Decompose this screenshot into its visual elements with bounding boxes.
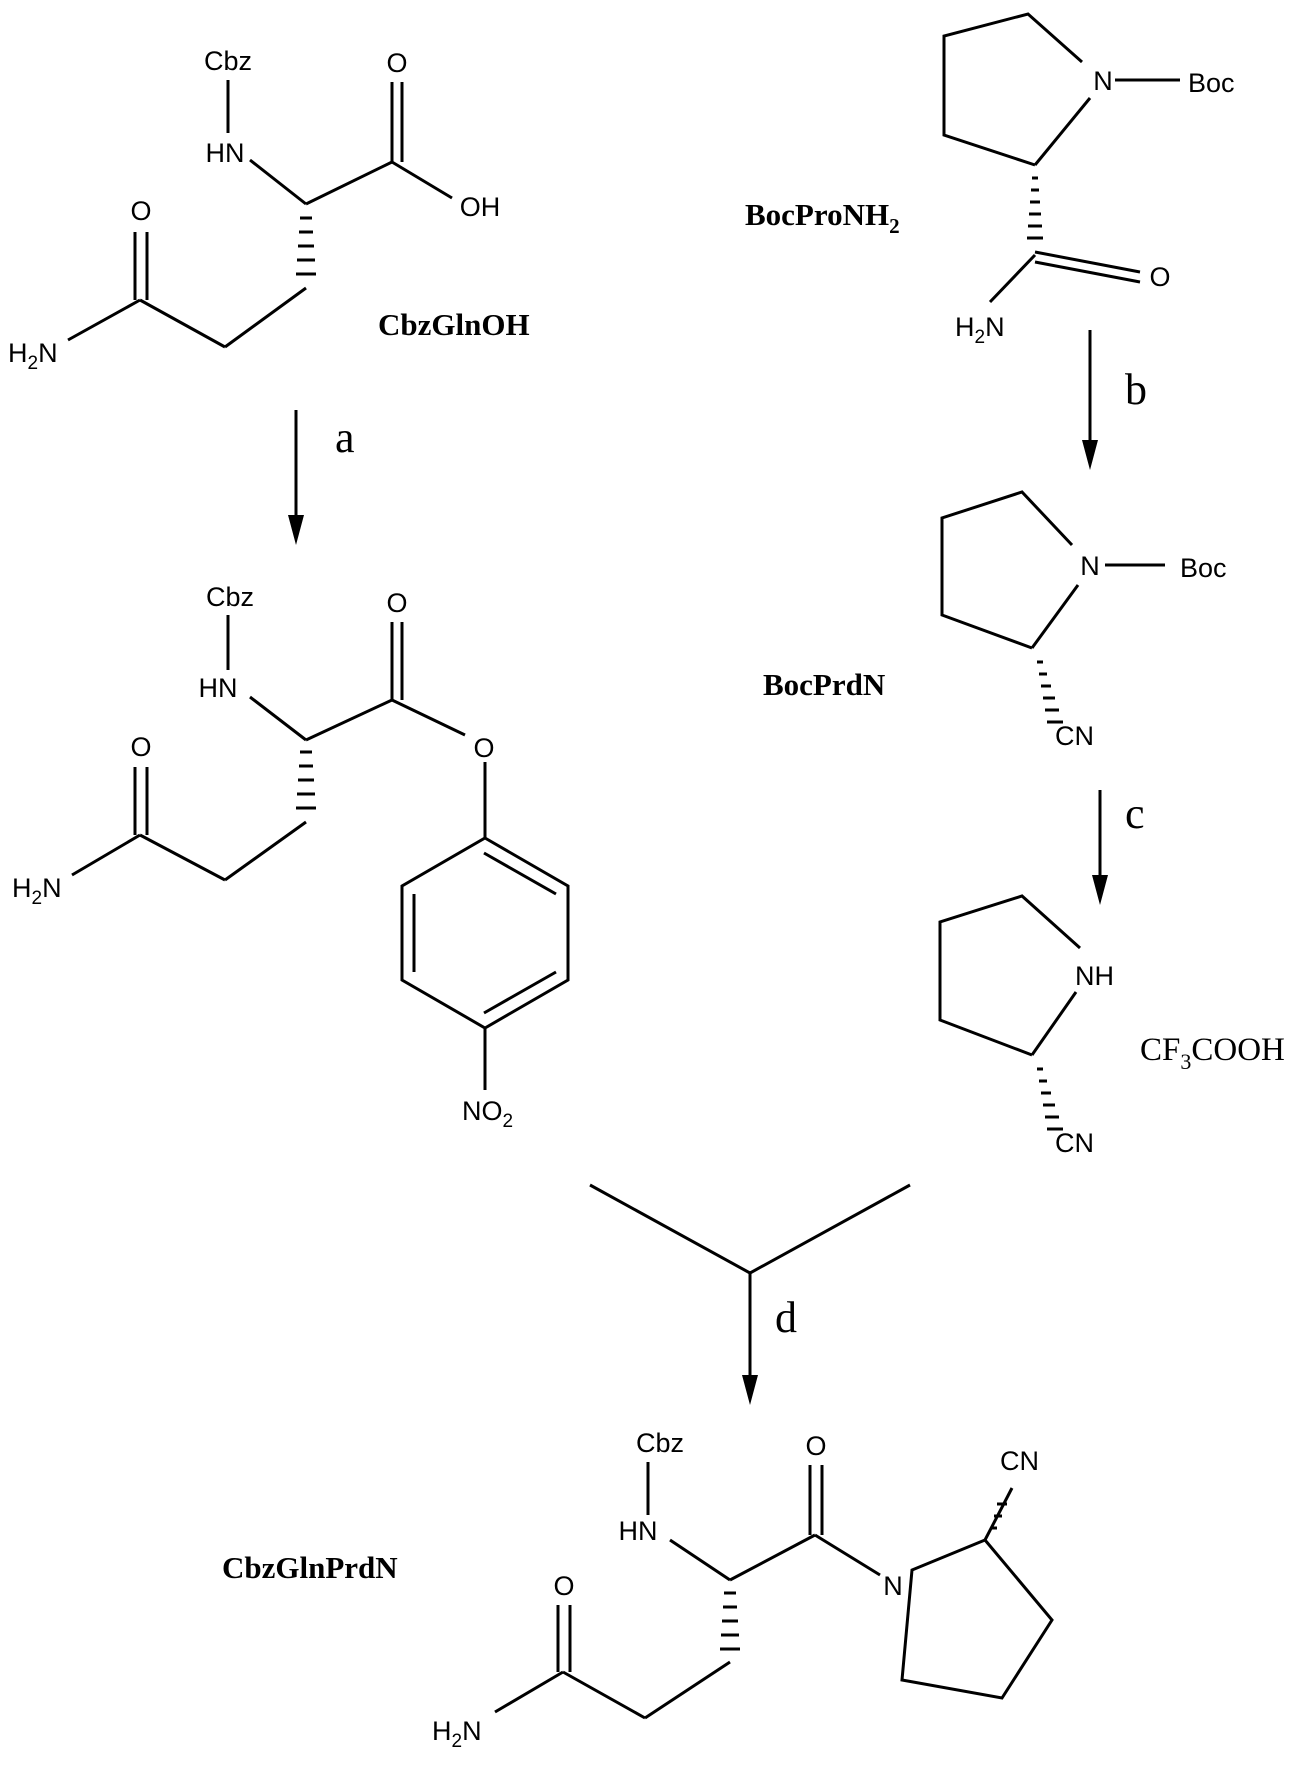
compound-bocprdn: N Boc CN BocPrdN xyxy=(763,490,1227,751)
arrow-step-c: c xyxy=(1092,789,1145,905)
nitrile-label: CN xyxy=(1055,721,1094,751)
amine-label: H2N xyxy=(955,312,1005,348)
hn-label: HN xyxy=(199,673,238,703)
step-label-d: d xyxy=(775,1293,797,1342)
oxygen-label: O xyxy=(473,733,494,763)
amine-h: H xyxy=(955,312,975,342)
tfa-formula: CF3COOH xyxy=(1140,1032,1285,1074)
nitrile-label: CN xyxy=(1055,1128,1094,1158)
amine-h: H xyxy=(432,1716,452,1746)
amine-n: N xyxy=(42,873,62,903)
oxygen-label: O xyxy=(1149,262,1170,292)
compound-name-cbzglnoh: CbzGlnOH xyxy=(378,307,530,342)
cbz-label: Cbz xyxy=(204,46,252,76)
cbz-label: Cbz xyxy=(636,1428,684,1458)
compound-name-subscript: 2 xyxy=(889,214,900,238)
arrow-step-a: a xyxy=(288,410,355,545)
nitrogen-label: N xyxy=(1093,66,1113,96)
boc-label: Boc xyxy=(1188,68,1235,98)
compound-cbzglnprdn: Cbz HN O O N CN H2N CbzGlnPrdN xyxy=(222,1428,1054,1752)
ring-nitrogen-label: N xyxy=(883,1571,903,1601)
oxygen-label: O xyxy=(553,1571,574,1601)
boc-label: Boc xyxy=(1180,553,1227,583)
hydroxyl-label: OH xyxy=(460,192,501,222)
amine-subscript: 2 xyxy=(28,353,39,374)
amine-subscript: 2 xyxy=(452,1731,463,1752)
compound-cbzglnoh: Cbz HN O OH O H2N CbzGlnOH xyxy=(8,46,530,374)
nitro-no: NO xyxy=(462,1096,503,1126)
hn-label: HN xyxy=(619,1516,658,1546)
amine-subscript: 2 xyxy=(975,327,986,348)
cbz-label: Cbz xyxy=(206,582,254,612)
oxygen-label: O xyxy=(805,1431,826,1461)
compound-name-cbzglnprdn: CbzGlnPrdN xyxy=(222,1550,398,1585)
compound-nitrophenyl-ester: Cbz HN O O O H2N NO2 xyxy=(12,582,570,1132)
compound-name-bocpronh2: BocProNH2 xyxy=(745,197,900,238)
oxygen-label: O xyxy=(130,196,151,226)
nitro-label: NO2 xyxy=(462,1096,513,1132)
amine-label: NH xyxy=(1075,961,1114,991)
tfa-subscript: 3 xyxy=(1180,1049,1191,1074)
step-label-b: b xyxy=(1125,365,1147,414)
amine-h: H xyxy=(12,873,32,903)
amine-h: H xyxy=(8,338,28,368)
nitro-subscript: 2 xyxy=(503,1111,514,1132)
hn-label: HN xyxy=(206,138,245,168)
amine-subscript: 2 xyxy=(32,888,43,909)
compound-name-main: BocProNH xyxy=(745,197,889,232)
oxygen-label: O xyxy=(130,732,151,762)
arrow-step-b: b xyxy=(1082,330,1147,470)
oxygen-label: O xyxy=(386,588,407,618)
oxygen-label: O xyxy=(386,48,407,78)
amine-n: N xyxy=(38,338,58,368)
arrow-step-d: d xyxy=(589,1183,911,1405)
compound-name-bocprdn: BocPrdN xyxy=(763,667,885,702)
amine-label: H2N xyxy=(8,338,58,374)
step-label-c: c xyxy=(1125,789,1145,838)
tfa-cooh: COOH xyxy=(1191,1032,1285,1068)
tfa-cf: CF xyxy=(1140,1032,1180,1068)
compound-prolinenitrile-tfa-salt: NH CN CF3COOH xyxy=(938,894,1285,1158)
nitrogen-label: N xyxy=(1080,551,1100,581)
amine-label: H2N xyxy=(432,1716,482,1752)
step-label-a: a xyxy=(335,413,355,462)
amine-label: H2N xyxy=(12,873,62,909)
nitrile-label: CN xyxy=(1000,1446,1039,1476)
compound-bocpronh2: N Boc O H2N BocProNH2 xyxy=(745,12,1235,348)
amine-n: N xyxy=(985,312,1005,342)
amine-n: N xyxy=(462,1716,482,1746)
